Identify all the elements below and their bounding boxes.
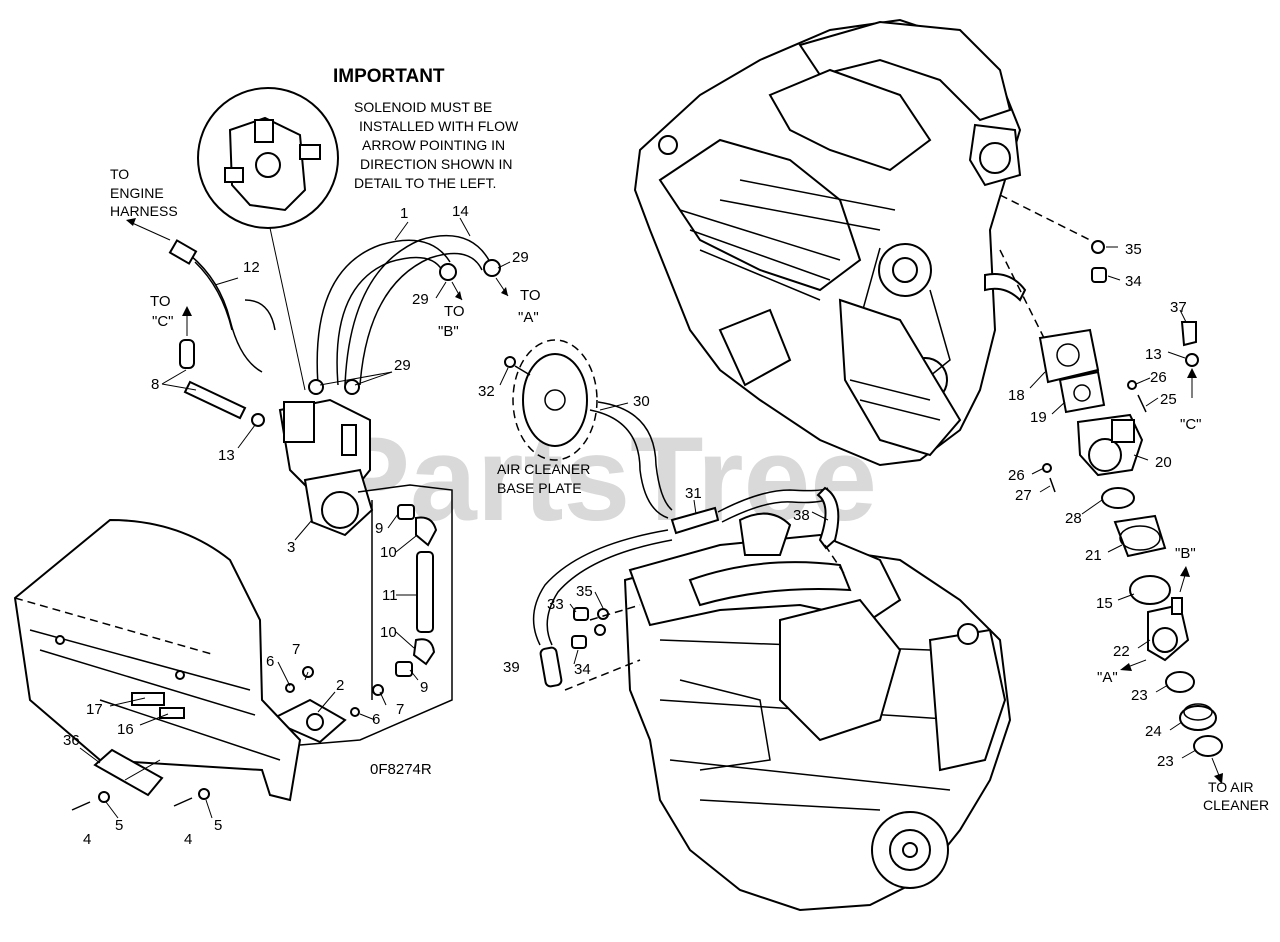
regulator-assembly: [126, 218, 509, 746]
callout-25: 25: [1160, 391, 1177, 408]
callout-4: 4: [184, 831, 192, 848]
callout-1: 1: [400, 205, 408, 222]
watermark: PartsTree: [330, 412, 877, 546]
to-engine-harness-line-2: ENGINE: [110, 185, 164, 201]
part-callouts: 1 14 29 29 29 12 8 13 3 9 10 11 10 9 2 7…: [63, 203, 1187, 848]
throttle-assembly: [999, 194, 1223, 784]
engine-top: [633, 18, 1027, 467]
callout-9: 9: [375, 520, 383, 537]
c-right-label: "C": [1180, 416, 1201, 433]
annotations: TO ENGINE HARNESS TO "C" TO "B" TO "A" A…: [110, 166, 1269, 813]
callout-27: 27: [1015, 487, 1032, 504]
chassis-frame: [13, 518, 302, 811]
to-b-line-2: "B": [438, 323, 459, 340]
callout-38: 38: [793, 507, 810, 524]
air-cleaner-base-plate-line-2: BASE PLATE: [497, 480, 582, 496]
important-line-1: SOLENOID MUST BE: [354, 99, 492, 115]
callout-33: 33: [547, 596, 564, 613]
to-engine-harness-line-1: TO: [110, 166, 129, 182]
callout-17: 17: [86, 701, 103, 718]
to-a-line-1: TO: [520, 287, 541, 304]
important-line-3: ARROW POINTING IN: [362, 137, 505, 153]
callout-26: 26: [1150, 369, 1167, 386]
callout-5: 5: [214, 817, 222, 834]
callout-35: 35: [576, 583, 593, 600]
b-right-label: "B": [1175, 545, 1196, 562]
callout-34: 34: [1125, 273, 1142, 290]
callout-9: 9: [420, 679, 428, 696]
to-air-cleaner-line-2: CLEANER: [1203, 797, 1269, 813]
callout-29: 29: [512, 249, 529, 266]
callout-7: 7: [292, 641, 300, 658]
to-engine-harness-line-3: HARNESS: [110, 203, 178, 219]
callout-29: 29: [412, 291, 429, 308]
to-a-line-2: "A": [518, 309, 539, 326]
callout-37: 37: [1170, 299, 1187, 316]
callout-5: 5: [115, 817, 123, 834]
callout-16: 16: [117, 721, 134, 738]
callout-14: 14: [452, 203, 469, 220]
important-line-5: DETAIL TO THE LEFT.: [354, 175, 496, 191]
callout-19: 19: [1030, 409, 1047, 426]
callout-7: 7: [396, 701, 404, 718]
callout-36: 36: [63, 732, 80, 749]
callout-10: 10: [380, 624, 397, 641]
callout-24: 24: [1145, 723, 1162, 740]
callout-13: 13: [1145, 346, 1162, 363]
callout-15: 15: [1096, 595, 1113, 612]
callout-31: 31: [685, 485, 702, 502]
callout-18: 18: [1008, 387, 1025, 404]
callout-29: 29: [394, 357, 411, 374]
callout-23: 23: [1131, 687, 1148, 704]
callout-28: 28: [1065, 510, 1082, 527]
to-c-left-line-2: "C": [152, 313, 173, 330]
callout-21: 21: [1085, 547, 1102, 564]
callout-26: 26: [1008, 467, 1025, 484]
to-b-line-1: TO: [444, 303, 465, 320]
callout-34: 34: [574, 661, 591, 678]
important-line-2: INSTALLED WITH FLOW: [359, 118, 519, 134]
callout-13: 13: [218, 447, 235, 464]
callout-11: 11: [382, 587, 398, 604]
callout-6: 6: [372, 711, 380, 728]
important-title: IMPORTANT: [333, 66, 445, 87]
a-right-label: "A": [1097, 669, 1118, 686]
callout-23: 23: [1157, 753, 1174, 770]
leader-lines: [79, 217, 1197, 819]
callout-39: 39: [503, 659, 520, 676]
callout-32: 32: [478, 383, 495, 400]
solenoid-detail: [197, 87, 339, 391]
important-note: IMPORTANT SOLENOID MUST BE INSTALLED WIT…: [333, 66, 519, 191]
to-air-cleaner-line-1: TO AIR: [1208, 779, 1254, 795]
callout-12: 12: [243, 259, 260, 276]
callout-10: 10: [380, 544, 397, 561]
air-cleaner-base-plate: [504, 339, 846, 691]
callout-20: 20: [1155, 454, 1172, 471]
kit-number-label: 0F8274R: [370, 761, 432, 778]
callout-2: 2: [336, 677, 344, 694]
callout-8: 8: [151, 376, 159, 393]
callout-30: 30: [633, 393, 650, 410]
engine-bottom: [623, 512, 1012, 912]
to-c-left-line-1: TO: [150, 293, 171, 310]
callout-35: 35: [1125, 241, 1142, 258]
callout-6: 6: [266, 653, 274, 670]
callout-22: 22: [1113, 643, 1130, 660]
important-line-4: DIRECTION SHOWN IN: [360, 156, 512, 172]
air-cleaner-base-plate-line-1: AIR CLEANER: [497, 461, 590, 477]
callout-4: 4: [83, 831, 91, 848]
callout-3: 3: [287, 539, 295, 556]
